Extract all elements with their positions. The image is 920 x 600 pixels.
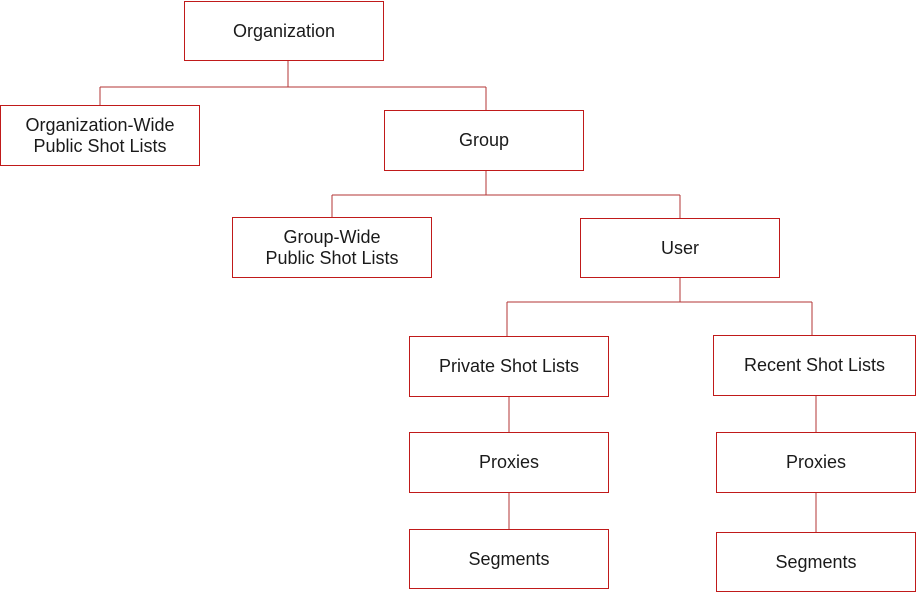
- node-group: Group: [384, 110, 584, 171]
- node-organization-wide-public-shot-lists: Organization-Wide Public Shot Lists: [0, 105, 200, 166]
- node-private-shot-lists: Private Shot Lists: [409, 336, 609, 397]
- node-group-wide-public-shot-lists: Group-Wide Public Shot Lists: [232, 217, 432, 278]
- node-user: User: [580, 218, 780, 278]
- connector-user-children: [506, 278, 813, 336]
- node-segments-private: Segments: [409, 529, 609, 589]
- node-organization: Organization: [184, 1, 384, 61]
- connector-group-children: [331, 171, 681, 218]
- node-proxies-private: Proxies: [409, 432, 609, 493]
- node-recent-shot-lists: Recent Shot Lists: [713, 335, 916, 396]
- node-segments-recent: Segments: [716, 532, 916, 592]
- connector-organization-children: [99, 61, 487, 110]
- node-proxies-recent: Proxies: [716, 432, 916, 493]
